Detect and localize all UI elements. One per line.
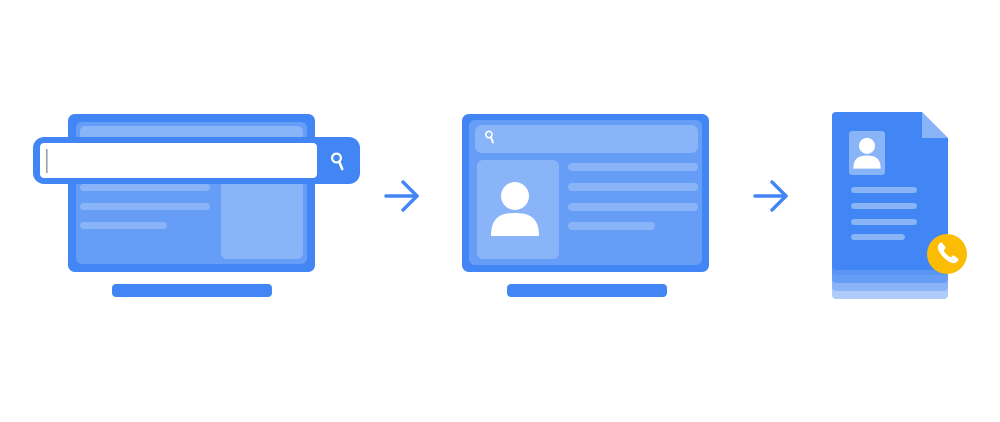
phone-badge [927, 234, 967, 274]
search-bar-panel [475, 125, 698, 153]
phone-icon [937, 242, 959, 264]
step-profile-monitor [462, 114, 709, 297]
monitor-stand [507, 284, 667, 297]
search-icon [484, 130, 494, 144]
search-icon [330, 152, 344, 171]
text-cursor [46, 149, 48, 173]
arrow-right-icon [384, 180, 419, 212]
text-line [80, 203, 210, 210]
text-line [568, 222, 655, 230]
step-contact-document [832, 112, 967, 299]
text-line [851, 234, 905, 240]
text-line [568, 183, 698, 191]
search-field [40, 143, 317, 178]
arrow-right-icon [753, 180, 788, 212]
monitor-stand [112, 284, 272, 297]
text-line [851, 187, 917, 193]
text-line [851, 203, 917, 209]
person-icon [853, 137, 881, 169]
document-folded-corner [922, 112, 948, 138]
step-search-monitor [33, 114, 360, 297]
screen-header-panel [80, 126, 303, 140]
screen-side-panel [221, 176, 303, 259]
text-line [568, 163, 698, 171]
text-line [80, 184, 210, 191]
text-line [568, 203, 698, 211]
text-line [851, 219, 917, 225]
person-icon [491, 182, 539, 236]
text-line [80, 222, 167, 229]
